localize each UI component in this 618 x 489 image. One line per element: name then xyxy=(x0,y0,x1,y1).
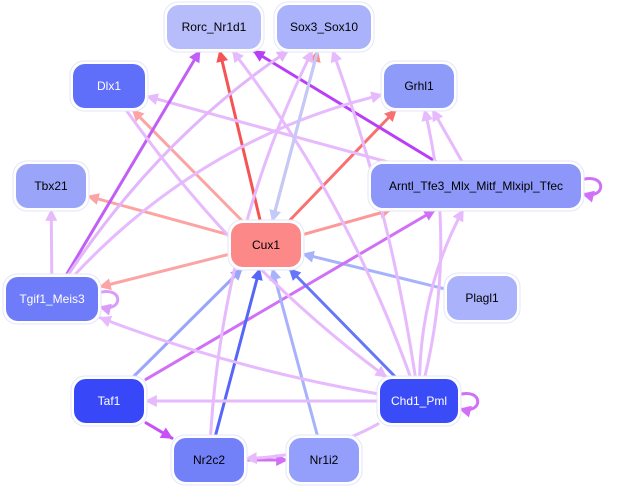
node-tgif1-meis3[interactable]: Tgif1_Meis3 xyxy=(2,273,102,325)
node-box[interactable] xyxy=(371,164,581,208)
node-taf1[interactable]: Taf1 xyxy=(70,375,148,427)
edge-tgif1_meis3-to-rorc_nr1d1 xyxy=(64,49,202,277)
node-label: Tgif1_Meis3 xyxy=(19,292,85,306)
node-label: Plagl1 xyxy=(465,291,499,305)
edge-taf1-to-cux1 xyxy=(131,267,244,379)
edge-arntl-to-grhl1 xyxy=(431,108,464,164)
edge-sox3_sox10-to-cux1 xyxy=(269,49,320,223)
edge-chd1_pml-to-tgif1_meis3 xyxy=(98,315,380,396)
node-label: Dlx1 xyxy=(97,79,121,93)
node-label: Arntl_Tfe3_Mlx_Mitf_Mlxipl_Tfec xyxy=(389,179,563,193)
node-label: Sox3_Sox10 xyxy=(290,20,358,34)
node-box[interactable] xyxy=(277,5,371,49)
edge-chd1_pml-to-cux1 xyxy=(288,267,397,379)
edge-chd1_pml-to-chd1_pml xyxy=(456,392,480,418)
node-box[interactable] xyxy=(174,438,244,482)
node-chd1-pml[interactable]: Chd1_Pml xyxy=(376,375,462,427)
edge-taf1-to-nr2c2 xyxy=(144,421,174,440)
node-label: Cux1 xyxy=(252,238,280,252)
edge-chd1_pml-to-sox3_sox10 xyxy=(330,49,417,379)
node-arntl[interactable]: Arntl_Tfe3_Mlx_Mitf_Mlxipl_Tfec xyxy=(367,160,585,212)
edge-cux1-to-tgif1_meis3 xyxy=(98,252,231,291)
node-box[interactable] xyxy=(74,379,144,423)
node-sox3-sox10[interactable]: Sox3_Sox10 xyxy=(273,1,375,53)
edge-nr2c2-to-cux1 xyxy=(213,267,263,438)
node-nr2c2[interactable]: Nr2c2 xyxy=(170,434,248,486)
edges-layer xyxy=(45,49,603,466)
node-tbx21[interactable]: Tbx21 xyxy=(12,160,90,212)
node-box[interactable] xyxy=(289,438,359,482)
edge-plagl1-to-cux1 xyxy=(301,250,447,291)
node-label: Taf1 xyxy=(98,394,121,408)
node-cux1[interactable]: Cux1 xyxy=(227,219,305,271)
node-label: Grhl1 xyxy=(404,79,434,93)
edge-arntl-to-dlx1 xyxy=(145,93,390,164)
edge-cux1-to-rorc_nr1d1 xyxy=(216,49,262,223)
node-dlx1[interactable]: Dlx1 xyxy=(69,60,149,112)
edge-arntl-to-arntl xyxy=(579,177,603,203)
node-rorc-nr1d1[interactable]: Rorc_Nr1d1 xyxy=(163,1,265,53)
node-label: Rorc_Nr1d1 xyxy=(182,20,247,34)
edge-tgif1_meis3-to-tbx21 xyxy=(45,208,58,277)
edge-tgif1_meis3-to-grhl1 xyxy=(73,91,384,277)
node-label: Chd1_Pml xyxy=(391,394,447,408)
node-nr1i2[interactable]: Nr1i2 xyxy=(285,434,363,486)
node-box[interactable] xyxy=(231,223,301,267)
node-plagl1[interactable]: Plagl1 xyxy=(443,272,521,324)
edge-cux1-to-tbx21 xyxy=(86,193,231,237)
node-box[interactable] xyxy=(167,5,261,49)
node-box[interactable] xyxy=(380,379,458,423)
edge-cux1-to-dlx1 xyxy=(131,108,244,223)
node-box[interactable] xyxy=(384,64,454,108)
node-grhl1[interactable]: Grhl1 xyxy=(380,60,458,112)
edge-cux1-to-grhl1 xyxy=(287,108,398,223)
node-box[interactable] xyxy=(447,276,517,320)
edge-cux1-to-arntl xyxy=(301,207,393,237)
node-label: Nr2c2 xyxy=(193,453,225,467)
edge-chd1_pml-to-grhl1 xyxy=(421,108,443,379)
edge-arntl-to-rorc_nr1d1 xyxy=(252,49,438,164)
node-box[interactable] xyxy=(16,164,86,208)
node-box[interactable] xyxy=(6,277,98,321)
edge-chd1_pml-to-rorc_nr1d1 xyxy=(231,49,412,379)
edge-chd1_pml-to-arntl xyxy=(418,208,465,379)
node-box[interactable] xyxy=(73,64,145,108)
node-label: Tbx21 xyxy=(34,179,68,193)
edge-tgif1_meis3-to-sox3_sox10 xyxy=(66,49,290,277)
node-label: Nr1i2 xyxy=(310,453,339,467)
edge-nr1i2-to-cux1 xyxy=(269,267,320,438)
edge-tgif1_meis3-to-tgif1_meis3 xyxy=(96,290,120,316)
